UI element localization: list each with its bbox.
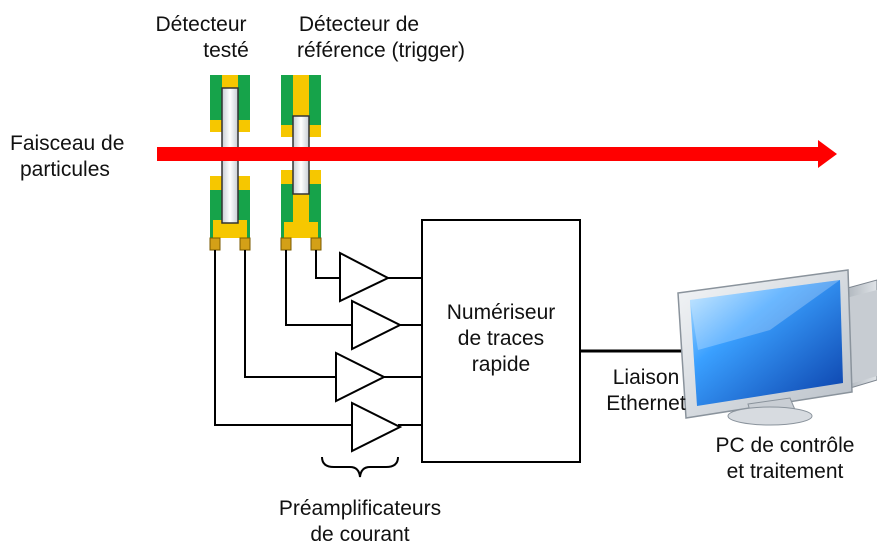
monitor-icon	[677, 269, 877, 426]
preamp-3	[335, 351, 387, 403]
preamp-brace	[321, 456, 399, 478]
reference-detector	[280, 75, 322, 251]
digitizer-label: Numériseur de traces rapide	[446, 301, 556, 376]
tested-detector-label: Détecteur testé	[155, 13, 249, 62]
digitizer-box	[421, 219, 581, 463]
reference-detector-label: Détecteur de référence (trigger)	[296, 13, 466, 62]
beam-label: Faisceau de particules	[10, 132, 125, 181]
preamps-label: Préamplificateurs de courant	[278, 497, 442, 546]
pc-label: PC de contrôle et traitement	[715, 434, 855, 483]
particle-beam-arrow	[157, 140, 837, 168]
preamplifiers	[335, 251, 403, 453]
preamp-2	[351, 299, 403, 351]
ethernet-link-label: Liaison Ethernet	[606, 366, 686, 415]
preamp-4	[351, 401, 403, 453]
tested-detector	[209, 75, 251, 251]
signal-wires	[214, 250, 422, 426]
preamp-1	[339, 251, 391, 303]
